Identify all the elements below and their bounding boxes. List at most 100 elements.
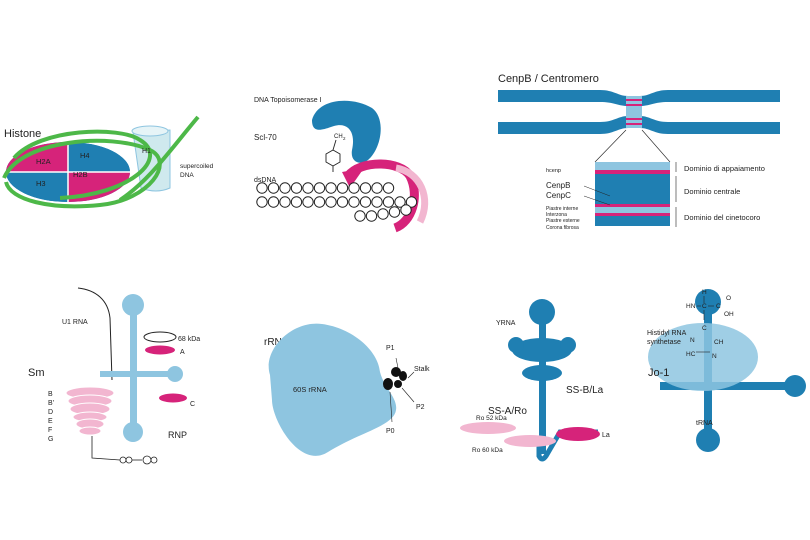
dna-bead: [382, 196, 395, 208]
ring-n-right-label: N: [712, 353, 717, 360]
u1-tail: [91, 436, 121, 461]
sm-letter-g: G: [48, 436, 53, 443]
trna-right-loop: [784, 375, 806, 397]
o-label: O: [726, 295, 731, 302]
supercoiled-label-2: DNA: [180, 172, 194, 179]
rrnp-panel: rRNP 60S rRNA P1 Stalk P2 P0: [264, 323, 430, 456]
dna-strand-out: [118, 115, 200, 202]
rrnp-title: rRNP: [264, 337, 289, 348]
jo1-panel: H HN C C O OH C N CH HC N Histidyl RNA s…: [647, 289, 806, 452]
yrna-arm: [519, 342, 565, 348]
sm-letter-b-prime: B': [48, 400, 54, 407]
sm-letter-b: B: [48, 391, 53, 398]
trna-bottom-loop: [696, 428, 720, 452]
dna-bead: [325, 182, 337, 194]
dna-bead: [405, 196, 418, 208]
dna-bead: [267, 196, 280, 208]
cenpc-label: CenpC: [546, 191, 571, 200]
ssb-label: SS-B/La: [566, 385, 604, 396]
yrna-label: YRNA: [496, 320, 516, 327]
c1-label: C: [702, 303, 707, 310]
ring-c-label: C: [702, 325, 707, 332]
domain-kinetochore-label: Dominio del cinetocoro: [684, 213, 760, 222]
enzyme-label-1: Histidyl RNA: [647, 330, 687, 337]
dsdna-label: dsDNA: [254, 177, 277, 184]
yrna-stem: [539, 318, 546, 454]
dna-bead: [302, 196, 314, 208]
domain-central-label: Dominio centrale: [684, 187, 740, 196]
u1-top-loop: [122, 294, 144, 316]
c2-label: C: [716, 303, 721, 310]
block-interzone: [595, 207, 670, 213]
u1rna-strand: [77, 287, 113, 381]
dna-bead: [325, 196, 337, 208]
jo1-label: Jo-1: [648, 367, 669, 379]
scl70-label: Scl-70: [254, 133, 277, 142]
rotation-arrow-light: [395, 164, 429, 224]
dna-bead: [400, 204, 412, 216]
sm-label: Sm: [28, 367, 45, 379]
ro60-label: Ro 60 kDa: [472, 447, 503, 454]
ribosome-60s: [268, 323, 397, 456]
p1-label: P1: [386, 345, 395, 352]
hn-label: HN: [686, 303, 696, 310]
block-corona: [595, 216, 670, 226]
p2-label: P2: [416, 404, 425, 411]
tail-bead-2: [125, 456, 133, 464]
yrna-top-loop: [529, 299, 555, 325]
trna-top-loop: [695, 289, 721, 315]
ssa-label: SS-A/Ro: [488, 406, 527, 417]
ro52-label: Ro 52 kDa: [476, 415, 507, 422]
dna-bead: [348, 196, 360, 208]
ring-n-left-label: N: [690, 337, 695, 344]
u1rna-label: U1 RNA: [62, 319, 88, 326]
stalk-protein-4: [394, 380, 402, 388]
ro60-protein: [504, 435, 556, 447]
supercoiled-label-1: supercoiled: [180, 163, 214, 170]
h2a-segment: [6, 142, 68, 172]
kda-label: 68 kDa: [178, 336, 200, 343]
dna-bead: [302, 182, 314, 194]
p0-pointer: [389, 391, 393, 423]
centromere-stripe-2: [626, 104, 642, 106]
dna-bead: [279, 196, 291, 208]
rrna-label: 60S rRNA: [293, 385, 327, 394]
scl70-panel: DNA Topoisomerase I Scl-70 dsDNA CH 2: [254, 97, 429, 233]
dna-bead: [313, 196, 326, 208]
ring-ch-label: CH: [714, 339, 724, 346]
la-label: La: [602, 432, 610, 439]
corona-label: Corona fibrosa: [546, 225, 579, 231]
ssa-panel: YRNA SS-B/La SS-A/Ro Ro 52 kDa Ro 60 kDa…: [460, 299, 610, 462]
hcenp-label: hcenp: [546, 168, 561, 174]
histone-panel: Histone H2A H4 H3 H2B H1 supercoiled DNA: [2, 115, 214, 209]
h2b-label: H2B: [73, 170, 88, 179]
block-top-magenta: [595, 170, 670, 174]
domain-pairing-label: Dominio di appaiamento: [684, 164, 765, 173]
rnp-label: RNP: [168, 430, 187, 440]
zoom-line-left: [594, 129, 627, 163]
h1-cylinder-top: [131, 125, 169, 137]
h3-segment: [6, 172, 68, 202]
tyrosine-ring: [325, 149, 341, 167]
centromere-stripe-3: [626, 118, 642, 120]
ch2-label: CH: [334, 134, 343, 140]
topoisomerase-shape: [312, 100, 381, 163]
p2-pointer: [401, 387, 415, 403]
h1-label: H1: [142, 148, 151, 155]
yrna-left-loop: [508, 337, 524, 353]
enzyme-label-2: synthetase: [647, 339, 681, 346]
cenpc-pointer: [583, 195, 611, 206]
dna-bead: [267, 182, 280, 194]
p0-label: P0: [386, 428, 395, 435]
dna-bead: [371, 182, 383, 194]
dna-bead: [365, 210, 378, 222]
dna-bead: [394, 196, 406, 208]
protein-c: [159, 393, 187, 403]
sm-ring-6: [78, 426, 102, 436]
tail-bead-1: [119, 456, 127, 464]
dna-bead: [348, 182, 360, 194]
dna-bead: [290, 182, 303, 194]
dna-bead: [388, 206, 401, 218]
